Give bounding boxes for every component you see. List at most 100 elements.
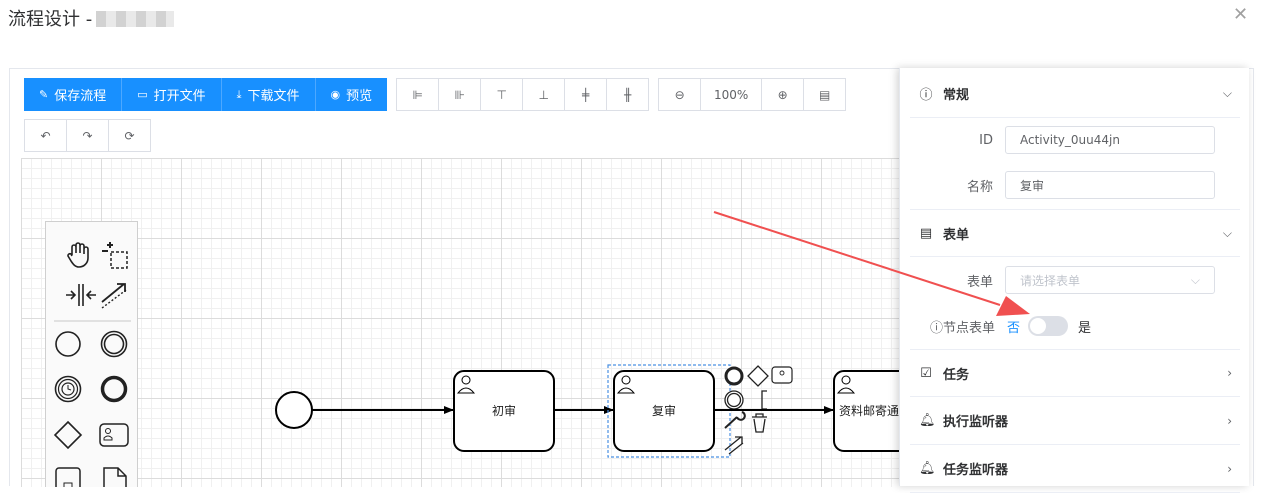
- eye-icon: ◉: [330, 88, 341, 101]
- lasso-tool-icon[interactable]: [102, 242, 128, 269]
- node-form-switch[interactable]: [1028, 316, 1069, 336]
- task-first-review[interactable]: 初审: [453, 370, 555, 452]
- task-label: 资料邮寄通: [839, 403, 899, 418]
- align-middle-icon: ╫: [624, 87, 632, 102]
- align-middle-button[interactable]: ╫: [606, 78, 650, 111]
- user-icon: [616, 375, 636, 394]
- text-annotation-icon[interactable]: [761, 390, 767, 410]
- section-task-header[interactable]: ☑ 任务 ›: [910, 349, 1240, 397]
- align-right-button[interactable]: ⊪: [438, 78, 482, 111]
- align-top-button[interactable]: ⊤: [480, 78, 524, 111]
- bpmn-canvas[interactable]: 初审 复审: [21, 158, 901, 487]
- fit-view-icon: ▤: [819, 87, 831, 102]
- hand-tool-icon[interactable]: [67, 242, 89, 268]
- chevron-down-icon: ⌵: [1190, 272, 1200, 287]
- global-connect-tool-icon[interactable]: [101, 283, 127, 309]
- switch-knob: [1030, 318, 1047, 334]
- download-file-button[interactable]: ⤓下载文件: [221, 78, 316, 111]
- align-bottom-icon: ⊥: [538, 87, 549, 102]
- chevron-down-icon: ⌵: [1222, 225, 1232, 240]
- refresh-button[interactable]: ⟳: [108, 119, 151, 152]
- dialog-title: 流程设计 -: [8, 5, 175, 31]
- preview-button[interactable]: ◉预览: [315, 78, 388, 111]
- task-label: 初审: [492, 403, 516, 418]
- bell-icon: 🔔︎: [919, 413, 936, 428]
- form-select[interactable]: 请选择表单 ⌵: [1005, 266, 1215, 294]
- zoom-in-button[interactable]: ⊕: [761, 78, 805, 111]
- zoom-button-group: ⊖ 100% ⊕ ▤: [658, 78, 847, 111]
- align-button-group: ⊫ ⊪ ⊤ ⊥ ╪ ╫: [396, 78, 650, 111]
- undo-icon: ↶: [40, 128, 51, 143]
- align-top-icon: ⊤: [496, 87, 507, 102]
- start-event[interactable]: [275, 391, 313, 429]
- space-tool-icon[interactable]: [66, 284, 96, 306]
- section-general-header[interactable]: ⓘ 常规 ⌵: [910, 70, 1240, 118]
- zoom-level: 100%: [700, 78, 763, 111]
- id-row: ID Activity_0uu44jn: [910, 126, 1240, 154]
- zoom-in-icon: ⊕: [777, 87, 788, 102]
- user-task-icon[interactable]: [99, 423, 129, 447]
- bpmn-diagram: 初审 复审: [275, 364, 901, 458]
- clipboard-icon: ▤: [919, 225, 933, 241]
- align-center-button[interactable]: ╪: [564, 78, 608, 111]
- info-icon: ⓘ: [919, 88, 933, 103]
- section-form-header[interactable]: ▤ 表单 ⌵: [910, 209, 1240, 257]
- form-select-row: 表单 请选择表单 ⌵: [910, 266, 1240, 294]
- name-input[interactable]: 复审: [1005, 171, 1215, 199]
- name-row: 名称 复审: [910, 171, 1240, 199]
- chevron-right-icon: ›: [1227, 413, 1232, 428]
- dialog-header: 流程设计 - ✕: [0, 0, 1262, 40]
- redacted-process-name: [96, 11, 175, 27]
- align-left-icon: ⊫: [412, 87, 423, 102]
- bell-icon: 🔔︎: [919, 461, 936, 476]
- chevron-right-icon: ›: [1227, 461, 1232, 476]
- properties-panel: ⓘ 常规 ⌵ ID Activity_0uu44jn 名称 复审 ▤ 表单 ⌵ …: [899, 68, 1249, 493]
- intermediate-event-icon[interactable]: [100, 330, 128, 358]
- open-file-button[interactable]: ▭打开文件: [122, 78, 222, 111]
- data-object-icon[interactable]: [103, 467, 127, 487]
- section-exec-listener-header[interactable]: 🔔︎ 执行监听器 ›: [910, 397, 1240, 445]
- save-process-button[interactable]: ✎保存流程: [24, 78, 123, 111]
- tool-palette: [45, 221, 138, 487]
- undo-button[interactable]: ↶: [24, 119, 67, 152]
- refresh-icon: ⟳: [124, 128, 135, 143]
- redo-icon: ↷: [82, 128, 93, 143]
- delete-trash-icon[interactable]: [752, 413, 767, 433]
- redo-button[interactable]: ↷: [66, 119, 109, 152]
- node-form-label: ⓘ节点表单: [930, 320, 996, 336]
- change-type-wrench-icon[interactable]: [724, 411, 746, 429]
- append-gateway-icon[interactable]: [747, 365, 769, 387]
- start-event-icon[interactable]: [55, 331, 81, 357]
- node-form-row: ⓘ节点表单 否 是: [930, 316, 1091, 336]
- download-icon: ⤓: [236, 87, 242, 101]
- gateway-icon[interactable]: [53, 420, 83, 450]
- user-icon: [456, 375, 476, 394]
- align-left-button[interactable]: ⊫: [396, 78, 440, 111]
- connect-icon[interactable]: [724, 436, 744, 455]
- align-bottom-button[interactable]: ⊥: [522, 78, 566, 111]
- chevron-down-icon: ⌵: [1222, 86, 1232, 100]
- append-end-event-icon[interactable]: [724, 366, 744, 386]
- zoom-out-icon: ⊖: [674, 87, 685, 102]
- align-right-icon: ⊪: [454, 87, 465, 102]
- zoom-out-button[interactable]: ⊖: [658, 78, 702, 111]
- task-label: 复审: [652, 403, 676, 418]
- clipboard-check-icon: ☑: [920, 365, 932, 381]
- edit-icon: ✎: [39, 88, 49, 101]
- align-center-icon: ╪: [582, 87, 590, 102]
- context-pad: [724, 365, 793, 455]
- chevron-right-icon: ›: [1227, 366, 1232, 380]
- timer-event-icon[interactable]: [54, 375, 82, 403]
- end-event-icon[interactable]: [100, 375, 128, 403]
- info-icon: ⓘ: [930, 320, 944, 336]
- id-input[interactable]: Activity_0uu44jn: [1005, 126, 1215, 154]
- append-intermediate-event-icon[interactable]: [724, 390, 744, 410]
- folder-icon: ▭: [137, 88, 148, 101]
- user-icon: [836, 375, 856, 394]
- close-icon[interactable]: ✕: [1233, 4, 1249, 25]
- file-button-group: ✎保存流程 ▭打开文件 ⤓下载文件 ◉预览: [24, 78, 388, 111]
- fit-view-button[interactable]: ▤: [803, 78, 847, 111]
- task-mail-documents[interactable]: 资料邮寄通: [833, 370, 901, 452]
- append-task-icon[interactable]: [771, 366, 793, 384]
- task-second-review[interactable]: 复审: [613, 370, 715, 452]
